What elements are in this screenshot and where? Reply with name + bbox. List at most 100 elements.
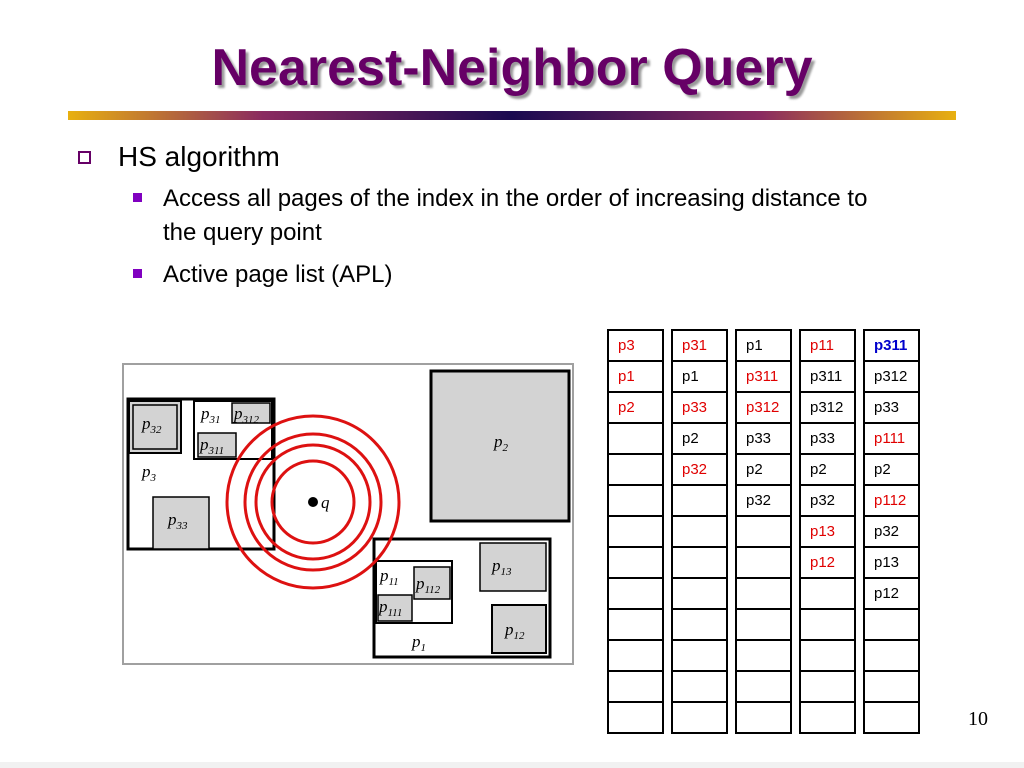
- search-circle-1: [270, 459, 356, 545]
- page-p13: [479, 542, 547, 592]
- label-p12: p12: [504, 620, 525, 642]
- apl-entry: p13: [874, 554, 900, 571]
- apl-entry: p33: [746, 430, 772, 447]
- label-p111: p111: [378, 597, 402, 619]
- search-circle-4: [225, 414, 401, 590]
- apl-cell: p32: [863, 517, 920, 548]
- apl-cell: p32: [799, 486, 856, 517]
- apl-cell: [799, 579, 856, 610]
- apl-entry: p32: [682, 461, 708, 478]
- search-circle-3: [243, 432, 383, 572]
- apl-cell: p112: [863, 486, 920, 517]
- apl-cell: [735, 579, 792, 610]
- apl-column: p3 p1 p2: [607, 329, 664, 734]
- apl-cell: p2: [863, 455, 920, 486]
- label-p32: p32: [141, 414, 162, 436]
- apl-cell: p33: [671, 393, 728, 424]
- apl-cell: p13: [863, 548, 920, 579]
- apl-cell: p11: [799, 329, 856, 362]
- label-p112: p112: [415, 574, 441, 596]
- apl-cell: p2: [799, 455, 856, 486]
- apl-cell: [607, 517, 664, 548]
- apl-cell: [671, 548, 728, 579]
- apl-cell: [671, 579, 728, 610]
- apl-cell: [607, 548, 664, 579]
- apl-cell: [607, 486, 664, 517]
- bullet-text: HS algorithm: [118, 141, 280, 172]
- search-circle-2: [254, 443, 372, 561]
- apl-entry: p13: [810, 523, 836, 540]
- apl-cell: [799, 703, 856, 734]
- apl-cell: p1: [735, 329, 792, 362]
- apl-cell: [671, 672, 728, 703]
- apl-cell: [863, 641, 920, 672]
- apl-cell: p32: [671, 455, 728, 486]
- apl-cell: p312: [735, 393, 792, 424]
- sub-bullet-text: Active page list (APL): [163, 261, 393, 288]
- apl-entry: p1: [682, 368, 699, 385]
- apl-cell: p12: [863, 579, 920, 610]
- apl-entry: p311: [746, 368, 779, 385]
- apl-cell: [735, 548, 792, 579]
- page-number: 10: [968, 708, 988, 730]
- apl-cell: p12: [799, 548, 856, 579]
- apl-cell: [671, 610, 728, 641]
- apl-entry: p32: [810, 492, 836, 509]
- page-p312: [231, 402, 271, 424]
- apl-cell: [799, 672, 856, 703]
- apl-cell: p2: [735, 455, 792, 486]
- square-bullet-icon: [133, 193, 142, 202]
- search-radius-circles: [225, 414, 401, 590]
- apl-cell: p33: [735, 424, 792, 455]
- label-p311: p311: [199, 435, 224, 457]
- hollow-square-bullet-icon: [78, 151, 91, 164]
- apl-entry: p33: [682, 399, 708, 416]
- apl-cell: [799, 610, 856, 641]
- apl-cell: [863, 703, 920, 734]
- label-p31: p31: [200, 404, 221, 426]
- apl-cell: [735, 610, 792, 641]
- apl-cell: [607, 641, 664, 672]
- apl-cell: p3: [607, 329, 664, 362]
- apl-entry: p31: [682, 337, 708, 354]
- label-p3: p3: [141, 462, 157, 484]
- apl-entry: p1: [746, 337, 763, 354]
- apl-cell: [799, 641, 856, 672]
- apl-cell: [607, 579, 664, 610]
- square-bullet-icon: [133, 269, 142, 278]
- apl-entry: p2: [618, 399, 635, 416]
- apl-entry: p2: [682, 430, 699, 447]
- apl-cell: p111: [863, 424, 920, 455]
- apl-cell: p2: [607, 393, 664, 424]
- apl-entry: p3: [618, 337, 635, 354]
- page-p12: [491, 604, 547, 654]
- label-p312: p312: [233, 404, 260, 426]
- apl-cell: [671, 486, 728, 517]
- apl-cell: p2: [671, 424, 728, 455]
- page-p111: [377, 594, 413, 622]
- slide-title: Nearest-Neighbor Query: [211, 39, 813, 97]
- apl-cell: [607, 455, 664, 486]
- apl-entry: p33: [874, 399, 900, 416]
- label-p33: p33: [167, 510, 188, 532]
- page-p32: [128, 400, 182, 454]
- apl-cell: p1: [607, 362, 664, 393]
- apl-cell: p312: [799, 393, 856, 424]
- apl-entry: p12: [810, 554, 836, 571]
- apl-cell: [607, 672, 664, 703]
- apl-entry: p33: [810, 430, 836, 447]
- apl-cell: p1: [671, 362, 728, 393]
- apl-cell: p311: [799, 362, 856, 393]
- apl-entry: p11: [810, 337, 834, 354]
- apl-entry: p311: [874, 337, 908, 354]
- apl-cell: [671, 517, 728, 548]
- apl-entry: p32: [746, 492, 772, 509]
- label-p11: p11: [379, 566, 399, 588]
- page-p33: [152, 496, 210, 550]
- apl-cell: p312: [863, 362, 920, 393]
- label-p13: p13: [491, 556, 512, 578]
- label-p1: p1: [411, 632, 426, 654]
- apl-cell: p33: [799, 424, 856, 455]
